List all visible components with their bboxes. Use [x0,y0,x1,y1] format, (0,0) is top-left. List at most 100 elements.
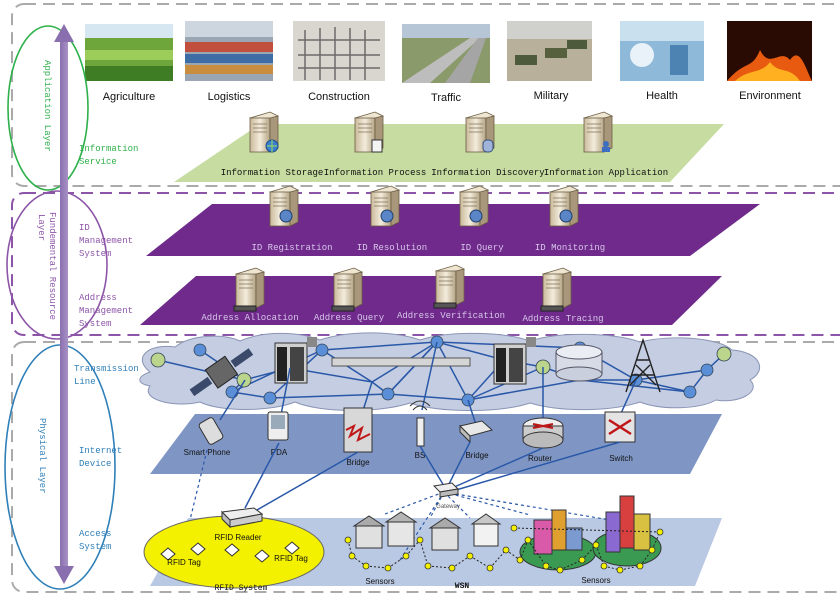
smart-phone-icon [198,417,224,445]
information-service-title: Information [79,144,138,154]
satellite-icon [189,348,254,397]
sensor-node [502,546,510,554]
house-icon [352,515,386,549]
address-label: Address Allocation [201,313,298,323]
service-label: Information Application [544,168,668,178]
rfid-tag-icon [254,549,270,563]
sensor-node [344,536,352,544]
building-icon [605,495,651,553]
gateway-label: Gateway [436,504,460,510]
sensor-node [556,566,564,574]
network-node [150,352,166,368]
address-management-title: Management [79,306,133,316]
application-label: Health [646,90,678,102]
device-label: PDA [271,448,288,457]
layer-title: Physical Layer [37,418,47,494]
sensor-node [510,524,518,532]
server-icon [369,185,401,227]
transmission-line-icon [331,357,471,367]
device-labels: Smart Phone PDA Bridge BS Bridge Router … [184,448,633,467]
server-icon [540,267,573,312]
network-node [193,343,207,357]
sensor-node [384,564,392,572]
service-label: Information Discovery [431,168,545,178]
id-label: ID Query [460,243,504,253]
sensor-node [524,536,532,544]
sensors-label: Sensors [365,577,394,586]
server-icon [233,267,266,312]
device-label: Smart Phone [184,448,231,457]
address-label: Address Tracing [522,314,603,324]
id-management-title: System [79,249,111,259]
server-rack-icon [274,337,317,384]
layer-title: Fundemental Resource [47,212,57,320]
sensor-node [656,528,664,536]
sensor-nodes [344,524,664,574]
pda-icon [267,411,289,441]
sensor-node [578,556,586,564]
sensor-node [592,541,600,549]
access-labels: Gateway RFID Reader RFID Tag RFID Tag RF… [167,504,611,593]
rfid-tag-label: RFID Tag [167,558,201,567]
id-management-labels: ID Registration ID Resolution ID Query I… [251,243,605,253]
switch-icon [604,411,636,443]
address-management-title: Address [79,293,117,303]
application-photos [85,21,812,83]
rfid-system-label: RFID System [215,584,268,593]
address-label: Address Verification [397,311,505,321]
rfid-tag-icon [224,543,240,557]
rfid-reader-label: RFID Reader [214,533,261,542]
logistics-photo [185,21,273,81]
layer-title: Application Layer [42,60,52,152]
network-node [700,363,714,377]
application-layer-ring [7,25,89,191]
house-icon [428,517,462,551]
device-links [219,341,637,426]
rfid-tags [160,541,300,563]
environment-photo [727,21,812,81]
sensors-label: Sensors [581,576,610,585]
sensor-node [448,564,456,572]
house-icon [384,511,418,547]
address-management-labels: Address Allocation Address Query Address… [201,311,603,324]
address-management-title: System [79,319,111,329]
server-icon [353,111,385,153]
server-icon [582,111,614,153]
rfid-tag-label: RFID Tag [274,554,308,563]
sensor-node [648,546,656,554]
application-layer-box [11,3,840,187]
network-node [381,387,395,401]
information-service-labels: Information Storage Information Process … [221,168,668,178]
agriculture-photo [85,24,173,81]
id-management-title: ID [79,223,90,233]
service-label: Information Process [324,168,427,178]
device-label: Router [528,454,552,463]
id-label: ID Resolution [357,243,427,253]
wsn-area [344,495,664,574]
fundamental-layer-box [11,192,840,336]
internet-device-title: Internet [79,446,122,456]
sensor-node [636,562,644,570]
rfid-tag-icon [190,542,206,556]
id-management-title: Management [79,236,133,246]
access-links [244,441,621,515]
id-label: ID Monitoring [535,243,605,253]
server-icon [268,185,300,227]
application-label: Environment [739,90,801,102]
sublayer-labels: Information Service ID Management System… [74,144,139,552]
fundamental-layer-title: Fundemental Resource Layer [36,212,57,320]
id-label: ID Registration [251,243,332,253]
application-label: Agriculture [103,91,156,103]
fundamental-layer-ring [6,190,108,340]
server-icon [458,185,490,227]
gateway-icon [432,482,460,498]
device-label: Bridge [465,451,489,460]
application-labels: Agriculture Logistics Construction Traff… [103,90,801,104]
radio-tower-icon [625,337,661,393]
server-icon [248,111,280,153]
application-label: Military [534,90,569,102]
house-icon [470,513,502,547]
internet-device-title: Device [79,459,111,469]
network-node [716,346,732,362]
